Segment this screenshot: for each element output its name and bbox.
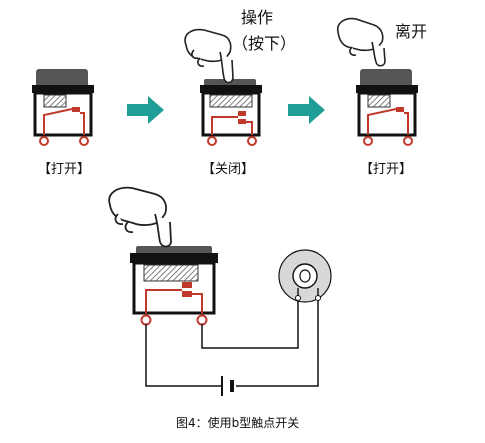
arrow-right-icon xyxy=(288,96,325,124)
switch-closed xyxy=(200,79,262,146)
circuit xyxy=(108,186,332,396)
state-closed-label: 【关闭】 xyxy=(202,162,255,177)
switch-button xyxy=(360,69,412,88)
pointing-hand-icon xyxy=(184,28,234,84)
switch-button xyxy=(36,69,88,88)
figure-caption: 图4：使用b型触点开关 xyxy=(176,416,300,430)
lamp-icon xyxy=(278,249,332,303)
switch-open-1 xyxy=(32,69,94,146)
state-open-label-1: 【打开】 xyxy=(38,162,91,177)
switch-main xyxy=(130,246,218,326)
pointing-hand-icon xyxy=(108,186,172,248)
pointing-hand-icon xyxy=(336,17,386,67)
switch-open-2 xyxy=(356,69,418,146)
release-label: 离开 xyxy=(395,22,428,41)
press-label: （按下） xyxy=(232,34,297,53)
arrow-right-icon xyxy=(127,96,164,124)
battery-icon xyxy=(221,376,234,396)
state-open-label-2: 【打开】 xyxy=(360,162,413,177)
operate-label: 操作 xyxy=(241,8,274,27)
